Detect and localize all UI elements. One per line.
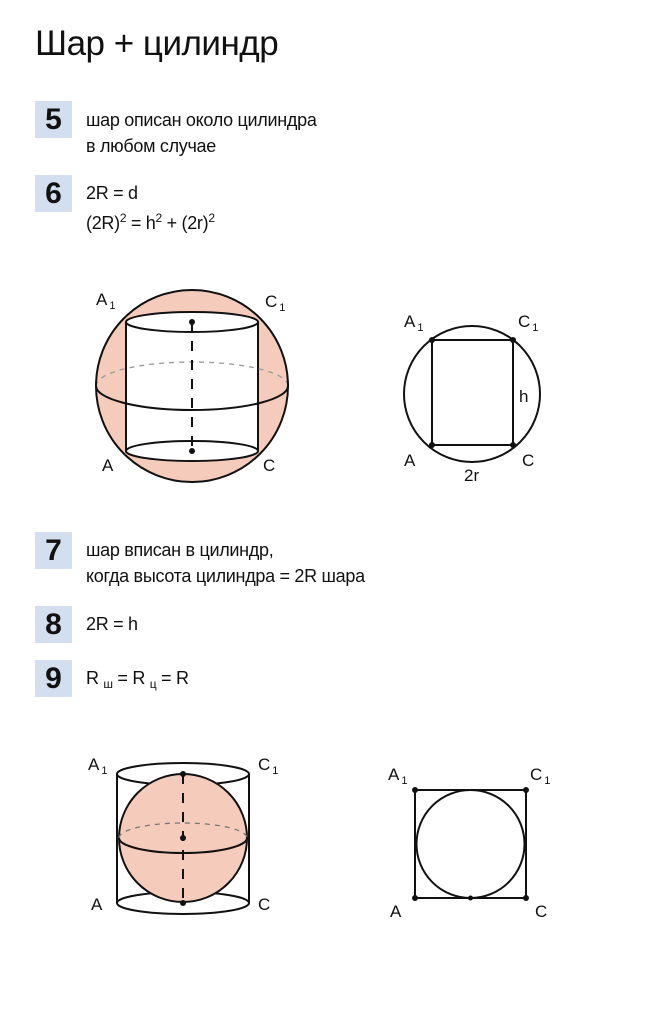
sphere-equator-front [95,385,289,411]
label-a: A [102,456,114,475]
exponent: 2 [155,211,163,225]
item-number-7: 7 [35,532,72,569]
vertex-a [412,895,418,901]
cylinder-bottom-front-arc [116,902,250,915]
item-7-text: шар вписан в цилиндр, когда высота цилин… [86,537,365,589]
formula-part: + (2r) [161,213,209,233]
exponent: 2 [119,211,127,225]
item-7-line-1: шар вписан в цилиндр, [86,540,274,560]
vertex-c1 [523,787,529,793]
label-2r: 2r [464,466,479,485]
label-a: A [91,895,103,914]
item-8-text: 2R = h [86,614,138,634]
item-6-line-1: 2R = d [86,183,138,203]
formula-part: = R [156,668,189,688]
item-5-line-2: в любом случае [86,136,216,156]
sphere-outline [95,289,289,483]
vertex-c1 [510,337,516,343]
subscript: ц [149,677,157,691]
item-5-text: шар описан около цилиндра в любом случае [86,107,317,159]
vertex-a1 [429,337,435,343]
top-center-point [189,319,195,325]
formula-part: = h [126,213,156,233]
formula-part: (2R) [86,213,120,233]
item-number-6: 6 [35,175,72,212]
top-center-point [180,771,186,777]
formula-part: = R [112,668,146,688]
exponent: 2 [208,211,215,225]
sphere-center-point [180,835,186,841]
item-number-5: 5 [35,101,72,138]
subscript: ш [103,677,113,691]
cylinder-body-fill [126,322,258,461]
label-c: C [522,451,534,470]
section-rectangle [431,339,514,446]
formula-part: R [86,668,99,688]
item-5-line-1: шар описан около цилиндра [86,110,317,130]
section-circle [403,325,541,463]
item-6-text: 2R = d (2R)2 = h2 + (2r)2 [86,180,215,236]
label-c: C [258,895,270,914]
label-h: h [519,387,528,406]
vertex-a1 [412,787,418,793]
tangent-point-bottom [468,895,473,901]
inscribed-circle [415,789,526,899]
label-a: A [390,902,402,921]
vertex-a [429,442,435,448]
item-number-8: 8 [35,606,72,643]
item-7-line-2: когда высота цилиндра = 2R шара [86,566,365,586]
vertex-c [510,442,516,448]
cylinder-bottom-front-arc [125,450,259,462]
label-c: C [535,902,547,921]
bottom-center-point [180,900,186,906]
item-number-9: 9 [35,660,72,697]
bottom-center-point [189,448,195,454]
vertex-c [523,895,529,901]
page-title: Шар + цилиндр [35,24,279,63]
item-9-formula: R ш = R ц = R [86,665,189,691]
label-c: C [263,456,275,475]
item-6-formula: (2R)2 = h2 + (2r)2 [86,210,215,236]
label-a: A [404,451,416,470]
